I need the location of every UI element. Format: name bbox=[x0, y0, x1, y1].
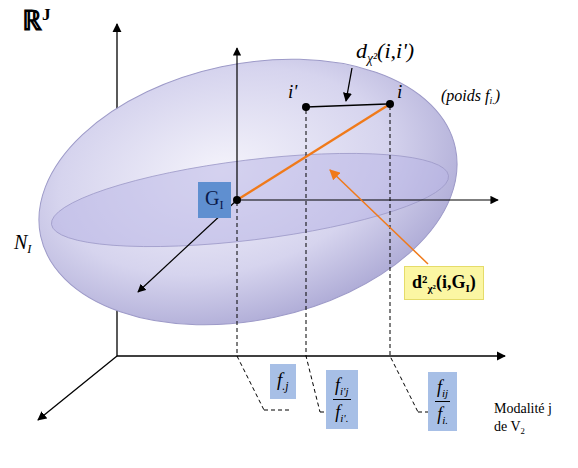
symbol: f bbox=[335, 402, 340, 422]
label-group: i bbox=[397, 82, 402, 101]
label-group: dχ²(i,i') bbox=[356, 40, 414, 65]
symbol: f bbox=[437, 377, 442, 397]
label-group: de V2 bbox=[494, 420, 525, 436]
subscript: i'. bbox=[340, 412, 348, 424]
label: Modalité j bbox=[494, 401, 552, 416]
formula-part: χ² bbox=[427, 282, 436, 294]
distance-line bbox=[306, 104, 387, 107]
label: d bbox=[356, 38, 367, 63]
label: I bbox=[27, 242, 31, 256]
axis bbox=[236, 48, 237, 200]
symbol: f bbox=[335, 375, 340, 395]
leader-arrow bbox=[330, 170, 428, 264]
distance-line bbox=[237, 104, 390, 200]
axis bbox=[38, 356, 117, 420]
label: i bbox=[397, 81, 402, 102]
formula-box: d²χ²(i,GI) bbox=[404, 266, 484, 300]
symbol: G bbox=[205, 187, 219, 209]
label: (i,i') bbox=[377, 38, 414, 63]
label: ℝ bbox=[22, 5, 42, 36]
symbol: f bbox=[437, 404, 442, 424]
label: χ² bbox=[367, 51, 377, 66]
fraction-box: fi'jfi'. bbox=[326, 370, 358, 429]
label: i. bbox=[489, 95, 494, 106]
subscript: i. bbox=[442, 414, 448, 426]
fraction-box: fijfi. bbox=[428, 372, 457, 431]
label: 2 bbox=[521, 426, 525, 436]
label: i' bbox=[288, 81, 297, 102]
label-box: f.j bbox=[270, 364, 296, 399]
label: N bbox=[14, 231, 27, 253]
subscript: I bbox=[219, 198, 223, 212]
symbol: f bbox=[277, 369, 282, 390]
formula-part: d² bbox=[412, 272, 427, 292]
projection-lines bbox=[237, 106, 428, 412]
label-group: ℝJ bbox=[22, 6, 51, 35]
formula-part: (i,G bbox=[436, 272, 466, 292]
label-group: Modalité j bbox=[494, 402, 552, 416]
label-group: (poids fi.) bbox=[441, 88, 500, 106]
formula-part: I bbox=[465, 282, 469, 294]
label-box: GI bbox=[198, 182, 231, 218]
leader-arrow bbox=[346, 68, 352, 101]
label: J bbox=[42, 5, 51, 24]
axis bbox=[117, 355, 505, 356]
label: (poids f bbox=[441, 87, 489, 104]
label-group: NI bbox=[14, 232, 31, 256]
subscript: ij bbox=[442, 387, 448, 399]
point bbox=[386, 100, 394, 108]
subscript: i'j bbox=[340, 385, 349, 397]
formula-part: ) bbox=[470, 272, 476, 292]
ellipsoid bbox=[14, 23, 482, 362]
point bbox=[302, 103, 310, 111]
point bbox=[233, 196, 241, 204]
axis bbox=[237, 199, 498, 200]
label: ) bbox=[495, 87, 500, 104]
subscript: .j bbox=[282, 380, 288, 393]
label-group: i' bbox=[288, 82, 297, 101]
label: de V bbox=[494, 419, 521, 434]
